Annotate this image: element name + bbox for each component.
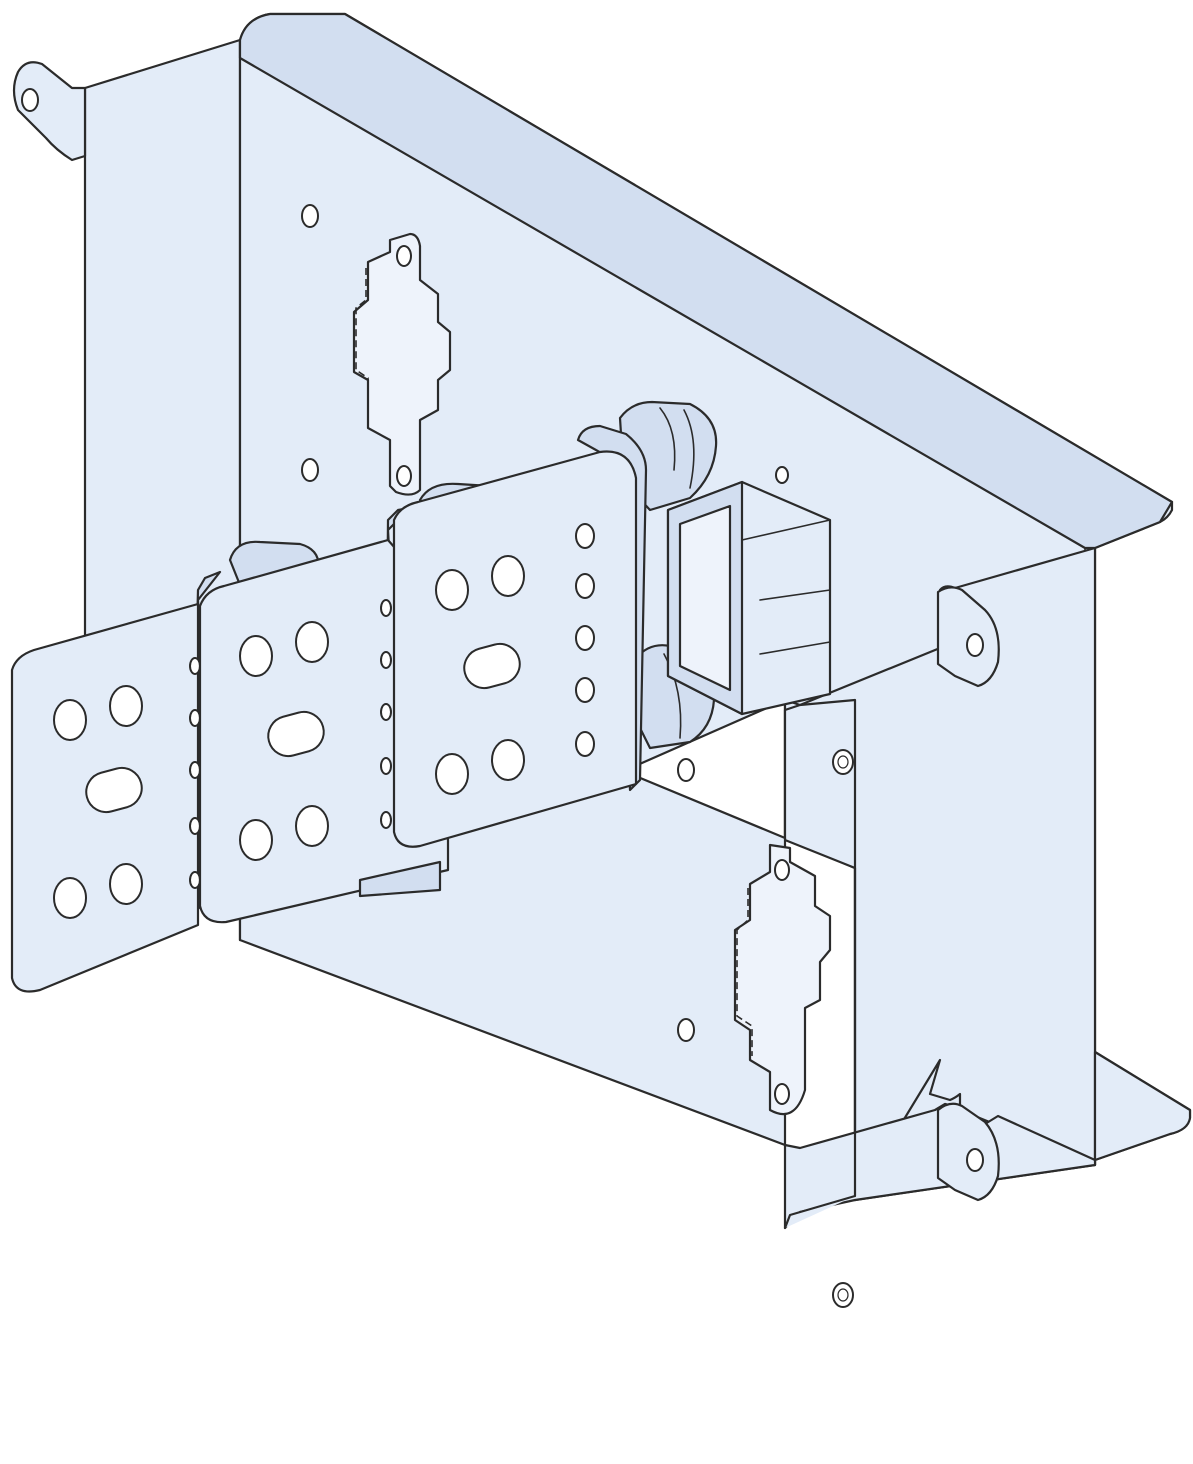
bottom-right-tab — [936, 1102, 1000, 1202]
plate-hole — [301, 204, 319, 228]
plate-hole — [775, 466, 789, 484]
bottom-right-tab-hole — [966, 1148, 984, 1172]
plate-hole — [832, 749, 854, 775]
busbar-plate-left — [10, 570, 222, 993]
busbar-plate-front — [392, 424, 648, 848]
right-flange — [783, 546, 1097, 1202]
plate-holes — [301, 204, 854, 1308]
right-mid-tab-hole — [966, 633, 984, 657]
knockout-upper — [352, 232, 452, 496]
left-top-tab — [12, 61, 87, 162]
plate-hole — [832, 1282, 854, 1308]
plate-hole — [677, 1018, 695, 1042]
knockout-lower — [733, 843, 832, 1116]
bracket — [666, 480, 832, 716]
left-tab-hole — [21, 88, 39, 112]
right-mid-tab — [936, 586, 1000, 688]
plate-hole — [301, 458, 319, 482]
left-flange — [83, 38, 242, 664]
top-lip-edge — [239, 57, 1086, 549]
plate-hole — [677, 758, 695, 782]
